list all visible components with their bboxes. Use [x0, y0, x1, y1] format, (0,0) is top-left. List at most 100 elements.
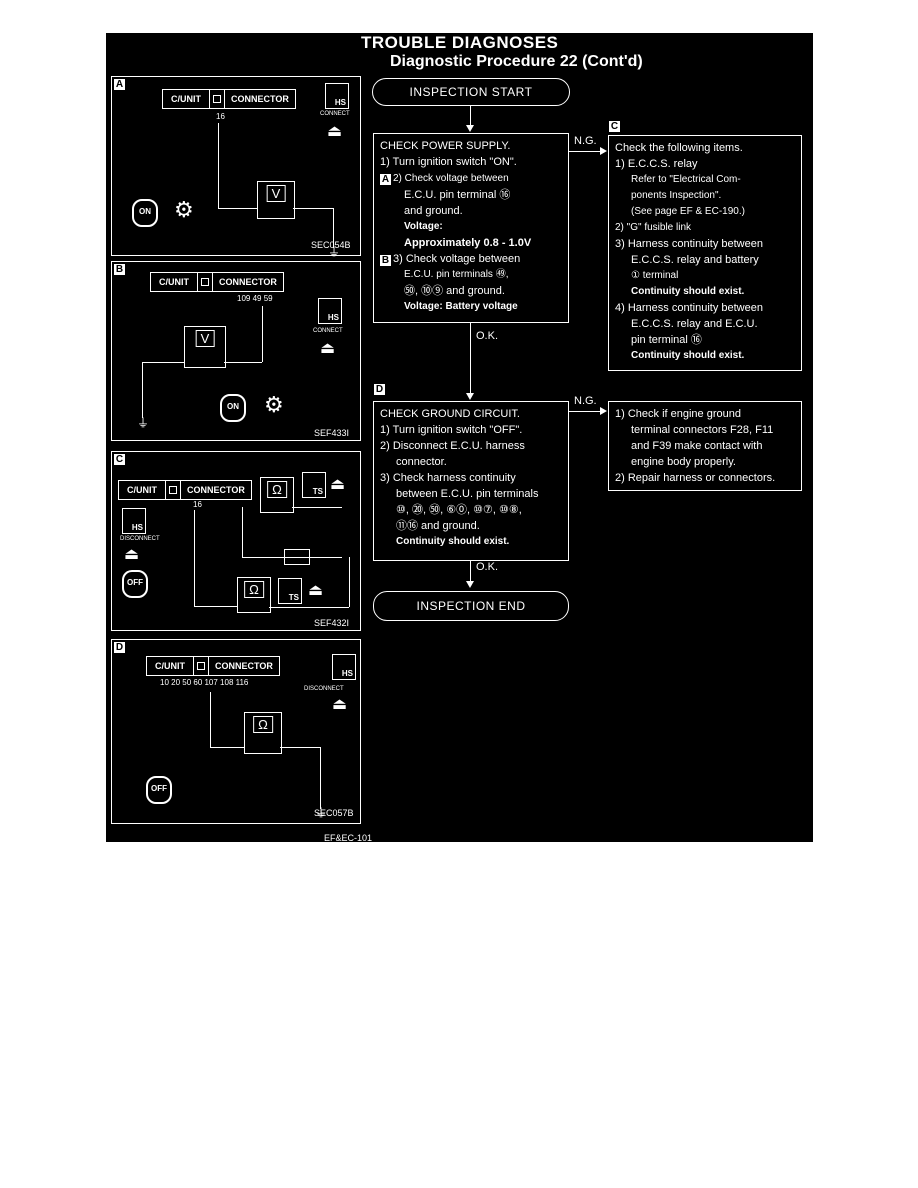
probe-wire	[262, 306, 263, 362]
ts-harness-icon: TS	[302, 472, 326, 498]
meter-symbol: Ω	[253, 716, 273, 733]
step-line: 2) Repair harness or connectors.	[615, 472, 776, 484]
flow-arrow	[600, 407, 607, 415]
panel-tag: B	[114, 264, 125, 275]
meter-symbol: V	[266, 185, 286, 202]
ground-icon: ⏚	[315, 806, 328, 820]
ohmmeter: Ω	[244, 712, 282, 754]
connect-label: CONNECT	[313, 328, 343, 334]
power-ng-box: Check the following items. 1) E.C.C.S. r…	[608, 135, 802, 371]
step-line: ⑩, ⑳, ㊿, ⑥⓪, ⑩⑦, ⑩⑧,	[396, 504, 522, 516]
step-line: between E.C.U. pin terminals	[396, 488, 539, 500]
connect-label: CONNECT	[320, 111, 350, 117]
flow-arrow	[466, 581, 474, 588]
ecu-connector: C/UNIT CONNECTOR	[146, 656, 280, 676]
page-subtitle: Diagnostic Procedure 22 (Cont'd)	[390, 53, 643, 70]
step-line: Refer to "Electrical Com-	[631, 174, 741, 185]
ground-wire	[142, 362, 143, 418]
check-ground-circuit-box: CHECK GROUND CIRCUIT. 1) Turn ignition s…	[373, 401, 569, 561]
ignition-key-icon: ON	[132, 199, 158, 227]
ng-label: N.G.	[574, 135, 597, 147]
panel-tag: A	[114, 79, 125, 90]
step-line: Voltage:	[404, 221, 443, 232]
ground-wire	[142, 362, 184, 363]
check-power-supply-box: CHECK POWER SUPPLY. 1) Turn ignition swi…	[373, 133, 569, 323]
panel-ref-tag: B	[380, 255, 391, 266]
hs-harness-icon: HS	[122, 508, 146, 534]
meter-symbol: Ω	[244, 581, 264, 598]
diagram-panel-b: B C/UNIT CONNECTOR 109 49 59 V ⏚ HS CONN…	[111, 261, 361, 441]
step-line: CHECK POWER SUPPLY.	[380, 140, 511, 152]
page-number: EF&EC-101	[324, 833, 373, 842]
step-line: ① terminal	[631, 270, 679, 281]
connector-label: CONNECTOR	[208, 657, 279, 675]
probe-wire	[194, 510, 195, 606]
relay-wire	[349, 557, 350, 607]
step-line: ⑪⑯ and ground.	[396, 520, 480, 532]
step-line: pin terminal ⑯	[631, 334, 702, 346]
step-line: (See page EF & EC-190.)	[631, 206, 745, 217]
flow-connector	[569, 151, 601, 152]
meter-symbol: V	[195, 330, 215, 347]
pin-numbers: 10 20 50 60 107 108 116	[160, 678, 249, 687]
step-line: 1) Turn ignition switch "ON".	[380, 156, 517, 168]
ignition-key-icon: ON	[220, 394, 246, 422]
ground-wire	[280, 747, 320, 748]
manual-page: TROUBLE DIAGNOSES Diagnostic Procedure 2…	[106, 33, 813, 842]
step-line: 3) Check harness continuity	[380, 472, 516, 484]
flow-arrow	[600, 147, 607, 155]
diagram-panel-c: C C/UNIT CONNECTOR 16 Ω Ω HS TS TS DISCO…	[111, 451, 361, 631]
probe-wire	[210, 747, 244, 748]
step-line: and F39 make contact with	[631, 440, 763, 452]
ground-wire	[320, 747, 321, 809]
hs-label: HS	[341, 669, 353, 678]
step-line: E.C.C.S. relay and E.C.U.	[631, 318, 758, 330]
step-line: Continuity should exist.	[396, 536, 510, 547]
panel-ref-tag: A	[380, 174, 391, 185]
step-text: 2) Check voltage between	[393, 173, 509, 184]
flow-connector	[470, 561, 471, 581]
panel-tag: C	[114, 454, 125, 465]
relay-wire	[269, 607, 349, 608]
disconnect-label: DISCONNECT	[304, 686, 344, 692]
ecu-connector: C/UNIT CONNECTOR	[150, 272, 284, 292]
ecu-connector: C/UNIT CONNECTOR	[118, 480, 252, 500]
ohmmeter: Ω	[260, 477, 294, 513]
ng-label: N.G.	[574, 395, 597, 407]
step-line: terminal connectors F28, F11	[631, 424, 774, 436]
step-line: E.C.C.S. relay and battery	[631, 254, 759, 266]
ok-label: O.K.	[476, 330, 499, 342]
connector-dot	[201, 278, 209, 286]
diagram-panel-a: A C/UNIT CONNECTOR 16 V ⏚ HS CONNECT ⏏ O…	[111, 76, 361, 259]
probe-wire	[210, 692, 211, 747]
hs-label: HS	[334, 98, 346, 107]
voltmeter: V	[257, 181, 295, 219]
step-line: Voltage: Battery voltage	[404, 301, 518, 312]
step-line: 1) Check if engine ground	[615, 408, 741, 420]
step-line: 1) E.C.C.S. relay	[615, 158, 698, 170]
figure-code: SEF432I	[314, 618, 350, 628]
ts-label: TS	[288, 593, 299, 602]
ohmmeter: Ω	[237, 577, 271, 613]
plug-icon: ⏏	[320, 340, 336, 357]
flow-connector	[470, 105, 471, 125]
plug-icon: ⏏	[124, 546, 140, 563]
step-line: and ground.	[404, 205, 463, 217]
step-text: 3) Check voltage between	[393, 253, 521, 265]
relay-wire	[242, 507, 243, 557]
step-line: 2) "G" fusible link	[615, 222, 692, 233]
step-line: 4) Harness continuity between	[615, 302, 763, 314]
connector-dot	[213, 95, 221, 103]
hs-harness-icon: HS	[332, 654, 356, 680]
connector-label: CONNECTOR	[224, 90, 295, 108]
voltmeter: V	[184, 326, 226, 368]
inspection-start: INSPECTION START	[372, 78, 570, 106]
ground-wire	[293, 208, 333, 209]
flow-connector	[569, 411, 601, 412]
ground-icon: ⏚	[328, 245, 341, 259]
meter-symbol: Ω	[267, 481, 287, 498]
ok-label: O.K.	[476, 561, 499, 573]
ecu-connector: C/UNIT CONNECTOR	[162, 89, 296, 109]
